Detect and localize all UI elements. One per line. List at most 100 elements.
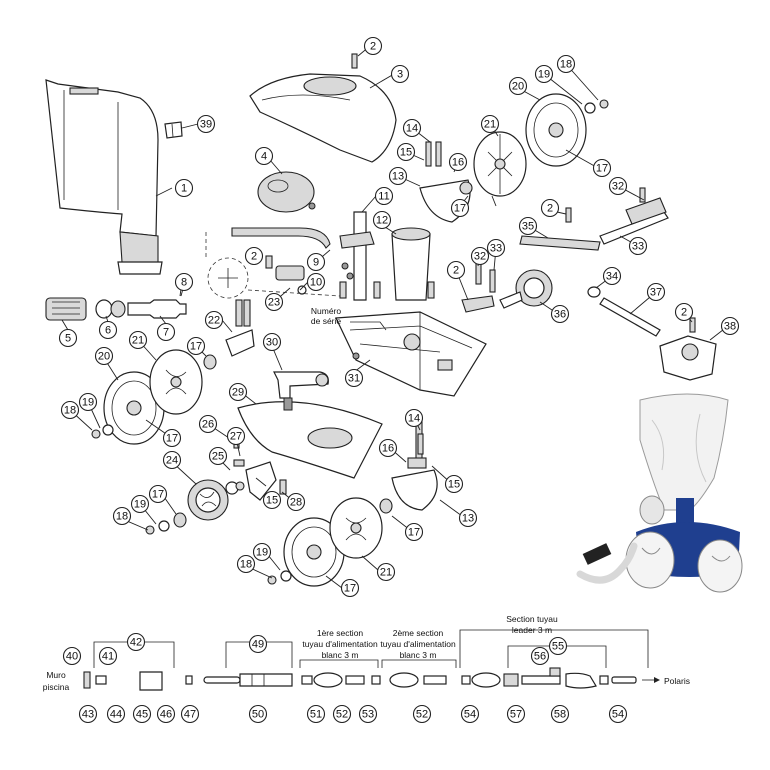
part-3-top-cover: [249, 73, 397, 163]
part-39-clip: [164, 121, 183, 139]
svg-text:17: 17: [596, 163, 608, 175]
svg-text:45: 45: [136, 709, 148, 721]
part-13-16-tire-scraper-lower: [391, 419, 438, 511]
callout-19: 19: [78, 392, 98, 412]
callout-15: 15: [396, 142, 416, 162]
svg-text:21: 21: [484, 119, 496, 131]
svg-text:21: 21: [380, 567, 392, 579]
part-25-28-small-parts: [225, 459, 287, 501]
callout-19: 19: [252, 542, 272, 562]
callout-40: 40: [62, 646, 82, 666]
svg-text:51: 51: [310, 709, 322, 721]
svg-text:52: 52: [416, 709, 428, 721]
svg-text:43: 43: [82, 709, 94, 721]
svg-text:33: 33: [632, 241, 644, 253]
svg-text:25: 25: [212, 451, 224, 463]
svg-text:30: 30: [266, 337, 278, 349]
callout-5: 5: [58, 328, 78, 348]
callout-6: 6: [98, 320, 118, 340]
svg-text:2: 2: [370, 41, 376, 53]
svg-text:29: 29: [232, 387, 244, 399]
callout-55: 55: [548, 636, 568, 656]
callout-50: 50: [248, 704, 268, 724]
serial-label-line1: Numéro: [311, 306, 342, 316]
callout-2: 2: [244, 246, 264, 266]
callout-57: 57: [506, 704, 526, 724]
callout-17: 17: [592, 158, 612, 178]
svg-text:18: 18: [560, 59, 572, 71]
callout-4: 4: [254, 146, 274, 166]
callout-15: 15: [444, 474, 464, 494]
callout-15: 15: [262, 490, 282, 510]
svg-text:13: 13: [462, 513, 474, 525]
callout-41: 41: [98, 646, 118, 666]
hose-strip: Muro piscina Polaris 1ère section tuyau …: [43, 614, 690, 692]
svg-text:44: 44: [110, 709, 122, 721]
callout-14: 14: [402, 118, 422, 138]
callout-16: 16: [448, 152, 468, 172]
callout-58: 58: [550, 704, 570, 724]
callout-28: 28: [286, 492, 306, 512]
hub-17-lower: [173, 498, 393, 528]
callout-36: 36: [550, 304, 570, 324]
svg-text:18: 18: [116, 511, 128, 523]
callout-13: 13: [388, 166, 408, 186]
callout-51: 51: [306, 704, 326, 724]
wheel-20-upper-right: [525, 93, 587, 167]
callout-20: 20: [94, 346, 114, 366]
wheel-20-lower: [283, 517, 345, 587]
svg-text:32: 32: [474, 251, 486, 263]
svg-text:19: 19: [82, 397, 94, 409]
svg-text:24: 24: [166, 455, 178, 467]
washers-18-19-left-upper: [91, 424, 114, 439]
callout-32: 32: [608, 176, 628, 196]
svg-text:21: 21: [132, 335, 144, 347]
washers-18-19-lower: [145, 520, 292, 585]
svg-text:10: 10: [310, 277, 322, 289]
svg-text:7: 7: [163, 327, 169, 339]
svg-text:28: 28: [290, 497, 302, 509]
svg-text:8: 8: [181, 277, 187, 289]
svg-text:5: 5: [65, 333, 71, 345]
svg-text:33: 33: [490, 243, 502, 255]
svg-text:20: 20: [512, 81, 524, 93]
callout-17: 17: [148, 484, 168, 504]
callout-20: 20: [508, 76, 528, 96]
part-34-37-38-axle-end: [587, 286, 717, 381]
svg-text:2: 2: [251, 251, 257, 263]
callout-16: 16: [378, 438, 398, 458]
callout-18: 18: [112, 506, 132, 526]
part-36-gear: [499, 269, 553, 309]
wheel-21-left-upper: [149, 349, 203, 415]
callout-45: 45: [132, 704, 152, 724]
callout-23: 23: [264, 292, 284, 312]
part-6-7-8-swivel: [95, 284, 187, 319]
svg-text:27: 27: [230, 431, 242, 443]
svg-text:19: 19: [256, 547, 268, 559]
svg-text:19: 19: [134, 499, 146, 511]
callout-37: 37: [646, 282, 666, 302]
svg-text:26: 26: [202, 419, 214, 431]
callout-14: 14: [404, 408, 424, 428]
callout-19: 19: [130, 494, 150, 514]
polaris-label: Polaris: [664, 676, 690, 686]
svg-text:55: 55: [552, 641, 564, 653]
callout-1: 1: [174, 178, 194, 198]
svg-text:17: 17: [190, 341, 202, 353]
callout-13: 13: [458, 508, 478, 528]
svg-text:54: 54: [464, 709, 476, 721]
callout-31: 31: [344, 368, 364, 388]
hose-section2-line3: blanc 3 m: [400, 650, 437, 660]
svg-text:15: 15: [400, 147, 412, 159]
part-29-30-bottom-plate: [237, 371, 383, 479]
svg-text:17: 17: [166, 433, 178, 445]
svg-text:36: 36: [554, 309, 566, 321]
callout-17: 17: [186, 336, 206, 356]
callout-33: 33: [628, 236, 648, 256]
svg-text:49: 49: [252, 639, 264, 651]
svg-text:58: 58: [554, 709, 566, 721]
pool-wall-line1: Muro: [46, 670, 66, 680]
part-32-33-35-axle: [461, 187, 669, 313]
